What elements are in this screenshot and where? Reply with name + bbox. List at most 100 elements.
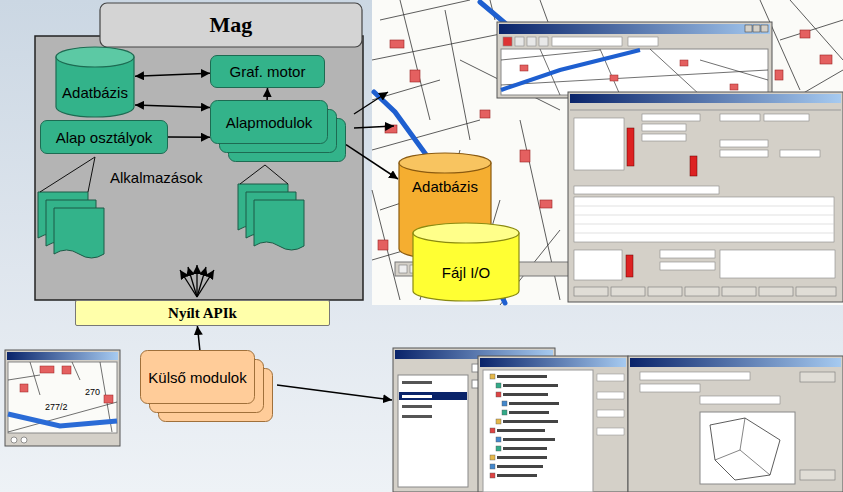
dialog-window	[700, 396, 780, 404]
map-inset	[21, 437, 27, 443]
link-line	[40, 157, 288, 192]
node-label: Alapmodulok	[226, 114, 313, 131]
group-label: Alkalmazások	[110, 169, 203, 187]
core-outline	[100, 3, 362, 47]
node-label: Alap osztályok	[56, 129, 153, 146]
tree-window	[490, 464, 495, 469]
connector	[135, 73, 210, 76]
tree-window	[497, 456, 547, 459]
api-bar: Nyílt APIk	[75, 300, 330, 326]
tree-window	[478, 356, 628, 492]
core-outline	[35, 3, 363, 300]
map-inset	[8, 414, 117, 426]
map-inset	[30, 362, 40, 395]
map-window	[520, 60, 738, 90]
form-window	[626, 255, 633, 277]
map-window	[552, 37, 622, 46]
node-label: Külső modulok	[148, 369, 246, 386]
tree-window	[503, 420, 558, 423]
stack-outline	[140, 350, 273, 422]
tree-window	[503, 447, 547, 450]
dialog-window	[800, 372, 835, 480]
form-window	[720, 150, 768, 157]
arrow	[188, 267, 197, 297]
link-line	[88, 157, 95, 192]
tree-window	[597, 428, 624, 435]
tree-window	[496, 419, 501, 424]
cadastral-map	[480, 110, 490, 118]
form-window	[568, 92, 843, 302]
cadastral-map	[800, 70, 843, 95]
form-window	[685, 287, 719, 296]
form-window	[690, 156, 697, 176]
cadastral-map	[520, 150, 530, 162]
map-inset	[5, 350, 120, 446]
document-icon	[38, 184, 304, 258]
file-io-cylinder: Fájl I/O	[412, 222, 520, 302]
tree-window	[497, 465, 543, 468]
form-window	[722, 287, 756, 296]
tree-window	[502, 401, 507, 406]
form-window	[660, 262, 715, 270]
connector	[346, 145, 398, 179]
parcel-number: 270	[84, 381, 101, 399]
cadastral-map	[372, 0, 843, 305]
cadastral-map	[380, 0, 470, 20]
map-inset	[20, 366, 113, 403]
cadastral-map	[372, 190, 400, 300]
tree-window	[503, 384, 558, 387]
tree-window	[496, 437, 501, 442]
cadastral-map	[410, 70, 420, 82]
form-window	[568, 92, 843, 302]
form-window	[642, 134, 686, 141]
dialog-window	[640, 372, 750, 380]
tree-window	[503, 393, 548, 396]
tree-window	[497, 474, 537, 477]
form-window	[570, 94, 841, 103]
map-window	[527, 37, 536, 46]
form-window	[642, 124, 686, 131]
form-window	[626, 128, 697, 277]
map-inset	[40, 366, 54, 373]
tree-window	[597, 392, 624, 399]
class-box: Alap osztályok	[40, 120, 168, 154]
form-window	[574, 206, 834, 207]
parcel-number: 277/2	[44, 396, 69, 414]
form-window	[627, 128, 634, 166]
form-window	[720, 250, 835, 278]
database-cylinder: Adatbázis	[55, 46, 135, 118]
form-window	[648, 287, 682, 296]
dialog-window	[715, 418, 770, 475]
connector	[168, 136, 210, 138]
form-window	[574, 197, 834, 242]
map-window	[745, 25, 752, 32]
map-inset	[5, 350, 120, 446]
tree-window	[497, 429, 545, 432]
tree-window	[509, 411, 549, 414]
core-container: MagAdatbázisGraf. motorAlapmodulokAlap o…	[35, 3, 363, 300]
cadastral-map	[445, 10, 470, 140]
cylinder-top	[56, 47, 134, 67]
tree-window	[502, 410, 507, 415]
cadastral-map	[378, 240, 388, 250]
map-window	[501, 50, 640, 90]
map-window	[539, 37, 548, 46]
cylinder-outline	[55, 46, 135, 118]
map-window	[730, 84, 738, 90]
map-window	[497, 22, 772, 98]
tree-window	[497, 375, 547, 378]
dialog-window	[628, 356, 843, 492]
map-inset	[8, 362, 117, 433]
tree-window	[496, 446, 501, 451]
dialog-window	[700, 412, 795, 484]
node-label: Graf. motor	[230, 63, 306, 80]
module-stack: Külső modulok	[140, 350, 273, 422]
cadastral-map	[372, 120, 480, 150]
stacked-box	[211, 101, 328, 144]
tree-window	[490, 473, 495, 478]
form-window	[660, 250, 715, 258]
form-window	[574, 114, 835, 280]
map-window	[628, 37, 658, 46]
map-window	[650, 49, 700, 95]
node-label: Adatbázis	[412, 178, 478, 195]
